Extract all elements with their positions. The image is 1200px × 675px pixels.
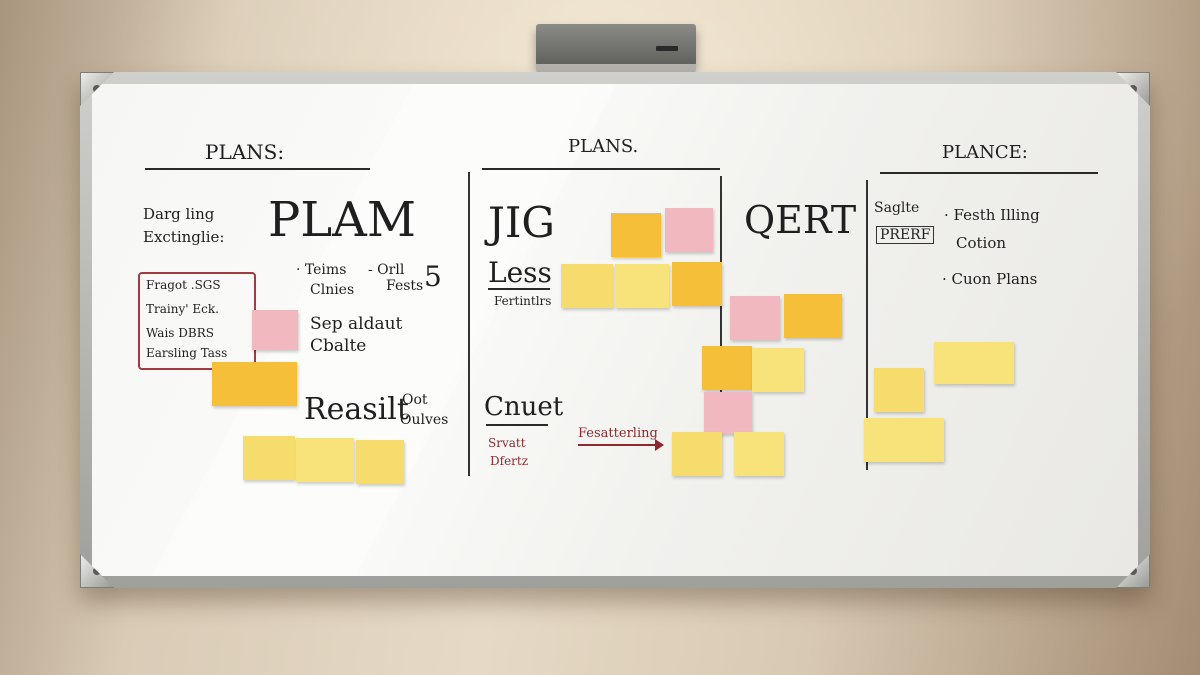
left-bullet: · Teims — [296, 262, 347, 278]
sticky-note — [243, 436, 295, 480]
sticky-note — [615, 264, 669, 308]
left-result-word: Reasilt — [304, 392, 409, 427]
sticky-note — [561, 264, 613, 308]
box-line: Fragot .SGS — [146, 278, 221, 292]
left-side-text: Exctinglie: — [143, 228, 225, 246]
sticky-note — [296, 438, 354, 482]
middle-lower-word: Cnuet — [484, 392, 564, 422]
sticky-note — [702, 346, 752, 390]
middle-sub-underline — [488, 288, 550, 290]
left-big-word: PLAM — [268, 192, 416, 248]
sticky-note — [252, 310, 298, 350]
sticky-note — [730, 296, 780, 340]
left-heading-underline — [145, 168, 370, 170]
column-divider — [866, 180, 868, 470]
arrow — [578, 439, 664, 451]
sticky-note — [752, 348, 804, 392]
box-line: Trainy' Eck. — [146, 302, 219, 316]
middle-sub-text: Fertintlrs — [494, 294, 552, 308]
right-bullet: · Cuon Plans — [942, 270, 1038, 288]
sticky-note — [356, 440, 404, 484]
sticky-note — [934, 342, 1014, 384]
middle-heading-underline — [482, 168, 720, 170]
sticky-note — [784, 294, 842, 338]
sticky-note — [704, 392, 752, 434]
right-heading-underline — [880, 172, 1098, 174]
box-line: Wais DBRS — [146, 326, 214, 340]
projector — [536, 24, 696, 72]
left-heading: PLANS: — [205, 140, 285, 164]
right-side-text: Saglte — [874, 200, 920, 216]
left-result-word: Oulves — [400, 412, 449, 428]
middle-red-text: Srvatt — [488, 436, 526, 450]
middle-heading: PLANS. — [568, 136, 639, 157]
sticky-note — [734, 432, 784, 476]
left-bullet: - Orll — [368, 262, 405, 278]
sticky-note — [611, 213, 661, 257]
middle-sub-word: Less — [488, 256, 552, 289]
left-side-text: Darg ling — [143, 205, 215, 223]
box-line: Earsling Tass — [146, 346, 228, 360]
middle-big-word: JIG — [488, 198, 555, 247]
right-big-word: QERT — [744, 198, 857, 242]
left-bullet: Clnies — [310, 282, 355, 298]
column-divider — [468, 172, 470, 476]
left-bullet: 5 — [424, 260, 442, 293]
arrow-label: Fesatterling — [578, 426, 658, 441]
left-bullet: Fests — [386, 278, 424, 294]
sticky-note — [864, 418, 944, 462]
sticky-note — [665, 208, 713, 252]
projector-lip — [536, 64, 696, 72]
sticky-note — [874, 368, 924, 412]
left-bullet: Sep aldaut — [310, 314, 403, 334]
right-bullet: Cotion — [956, 234, 1007, 252]
left-result-word: Oot — [402, 392, 428, 408]
sticky-note — [672, 262, 722, 306]
sticky-note — [212, 362, 297, 406]
right-side-box: PRERF — [876, 226, 935, 244]
column-divider — [720, 176, 722, 476]
middle-red-text: Dfertz — [490, 454, 529, 468]
middle-lower-underline — [486, 424, 548, 426]
right-bullet: · Festh Illing — [944, 206, 1040, 224]
left-bullet: Cbalte — [310, 336, 367, 356]
sticky-note — [672, 432, 722, 476]
right-heading: PLANCE: — [942, 142, 1028, 163]
